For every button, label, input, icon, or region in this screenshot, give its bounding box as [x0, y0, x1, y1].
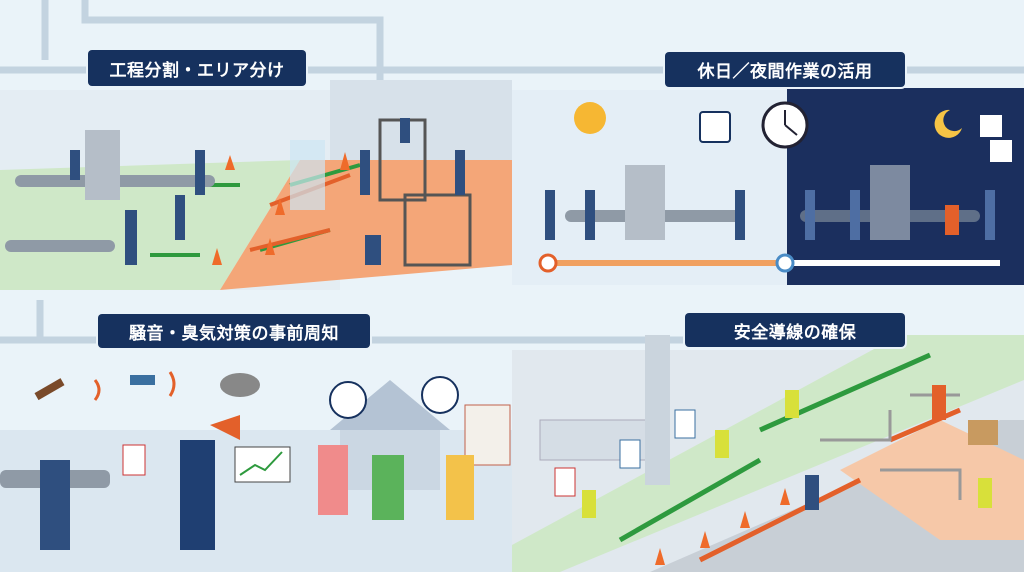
worker-orange: [945, 205, 959, 235]
moon-icon: [934, 109, 962, 138]
resident: [446, 455, 474, 520]
worker-orange: [932, 385, 946, 420]
traffic-cones: [212, 152, 350, 265]
presenter: [180, 440, 215, 550]
sun-icon: [574, 102, 606, 134]
machine: [870, 165, 910, 240]
scaffold: [403, 193, 472, 267]
no-entry-sign: [554, 467, 576, 497]
green-walkway: [512, 335, 1024, 572]
clock-icon: [538, 253, 558, 273]
night-workers: [805, 190, 995, 240]
machine: [85, 130, 120, 200]
panel-area-division: [0, 80, 512, 290]
calendar-icon: [980, 115, 1002, 137]
info-sign: [674, 409, 696, 439]
clock-icon: [775, 253, 795, 273]
drill-icon: [130, 375, 155, 385]
workers: [70, 118, 465, 265]
traffic-cones: [655, 488, 790, 565]
megaphone-icon: [210, 415, 240, 440]
green-zone: [0, 160, 300, 290]
panel-night-work: [512, 88, 1024, 285]
orange-arrow: [698, 407, 961, 563]
walking-workers: [582, 390, 992, 518]
hammer-icon: [34, 378, 65, 401]
calendar-icon: [990, 140, 1012, 162]
panel-title-noise-notice: 騒音・臭気対策の事前周知: [98, 314, 370, 348]
house: [330, 380, 450, 430]
panel-title-safe-route: 安全導線の確保: [685, 313, 905, 347]
panel-title-night-work: 休日／夜間作業の活用: [665, 52, 905, 87]
handshake-bubble-icon: [421, 376, 459, 414]
box: [968, 420, 998, 445]
orange-zone: [840, 420, 1024, 540]
workers: [545, 190, 745, 240]
worker-drilling: [40, 460, 70, 550]
no-noise-sign: [122, 444, 146, 476]
resident: [372, 455, 404, 520]
panel-title-area-division: 工程分割・エリア分け: [88, 50, 306, 86]
smoke-icon: [220, 373, 260, 397]
conveyor: [5, 240, 115, 252]
panel-safe-route: [512, 335, 1024, 572]
calendar-icon: [699, 111, 731, 143]
noise-icon: [93, 371, 176, 401]
worker: [805, 475, 819, 510]
people-bubble-icon: [329, 381, 367, 419]
info-sign: [619, 439, 641, 469]
partition: [290, 140, 325, 210]
panel-noise-notice: [0, 371, 512, 572]
machine: [625, 165, 665, 240]
resident: [318, 445, 348, 515]
pillar: [645, 335, 670, 485]
